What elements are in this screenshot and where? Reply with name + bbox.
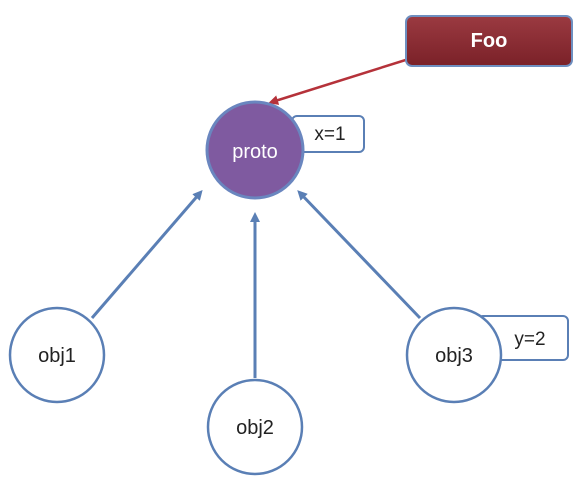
obj3-property-label: y=2: [514, 329, 545, 350]
object-node-obj2: obj2: [206, 378, 304, 476]
arrow-foo-to-proto: [268, 56, 413, 105]
proto-property-label: x=1: [314, 124, 345, 145]
arrow-obj3-to-proto: [297, 190, 422, 320]
object-label-obj2: obj2: [236, 417, 274, 439]
constructor-foo-box: Foo: [405, 15, 573, 67]
proto-label: proto: [232, 141, 278, 163]
arrow-obj1-to-proto: [90, 189, 203, 319]
object-label-obj3: obj3: [435, 345, 473, 367]
proto-node: proto: [205, 100, 305, 200]
proto-property-box: x=1: [291, 115, 365, 153]
object-label-obj1: obj1: [38, 345, 76, 367]
object-node-obj1: obj1: [8, 306, 106, 404]
constructor-foo-label: Foo: [471, 30, 508, 52]
object-node-obj3: obj3: [405, 306, 503, 404]
